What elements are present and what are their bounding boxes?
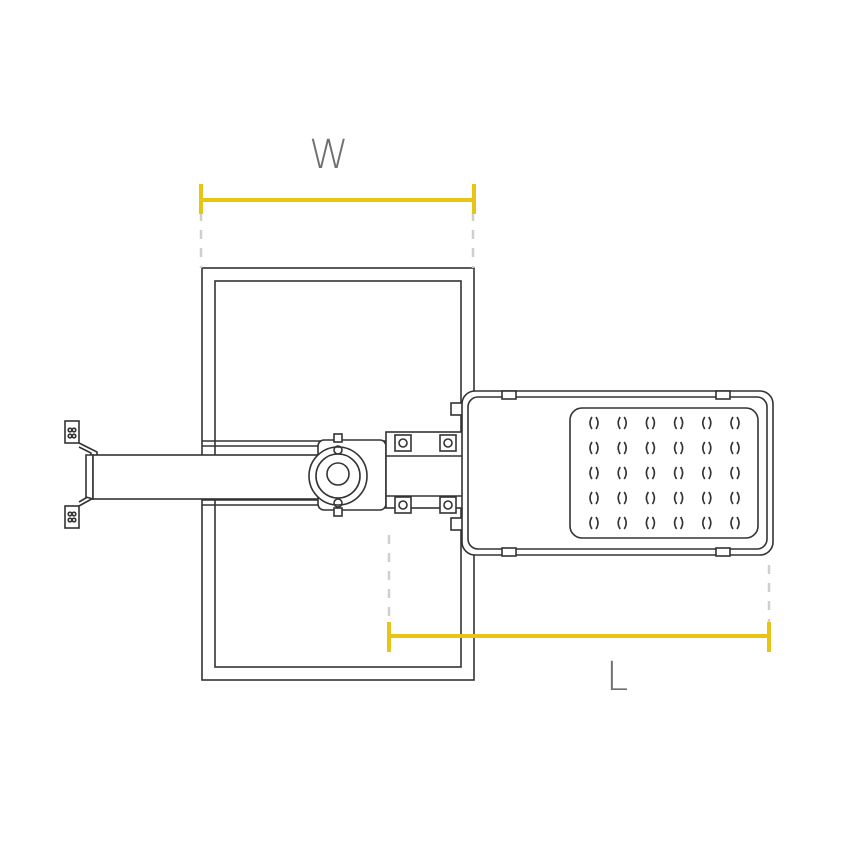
led-lens — [617, 441, 627, 455]
led-lens — [589, 441, 599, 455]
led-lens — [702, 491, 712, 505]
led-lens — [702, 441, 712, 455]
led-panel — [569, 407, 759, 539]
led-lens — [702, 516, 712, 530]
led-lens — [617, 416, 627, 430]
led-lens — [673, 491, 684, 505]
led-lens — [589, 466, 599, 480]
led-lens — [589, 416, 599, 430]
led-lens — [673, 466, 684, 480]
led-lens — [673, 516, 684, 530]
led-lens — [645, 491, 656, 505]
swivel-joint — [308, 433, 387, 517]
led-lens — [730, 441, 740, 455]
led-lens — [589, 516, 599, 530]
mounting-arm — [85, 454, 326, 501]
length-dimension-line — [387, 622, 771, 652]
led-lens — [730, 491, 740, 505]
led-lens — [617, 466, 627, 480]
led-lens — [645, 416, 656, 430]
width-label: W — [309, 132, 349, 178]
led-lens — [645, 516, 656, 530]
led-lens — [617, 491, 627, 505]
led-lens — [589, 491, 599, 505]
width-dimension-line — [199, 184, 476, 214]
led-lens — [645, 441, 656, 455]
led-lens — [645, 466, 656, 480]
led-lens — [617, 516, 627, 530]
length-label: L — [606, 654, 629, 700]
led-lens — [702, 466, 712, 480]
led-lens — [702, 416, 712, 430]
led-lens — [673, 416, 684, 430]
led-array — [589, 416, 740, 530]
led-lens — [730, 466, 740, 480]
led-lens — [730, 416, 740, 430]
lamp-head — [450, 390, 774, 557]
led-lens — [730, 516, 740, 530]
led-lens — [673, 441, 684, 455]
